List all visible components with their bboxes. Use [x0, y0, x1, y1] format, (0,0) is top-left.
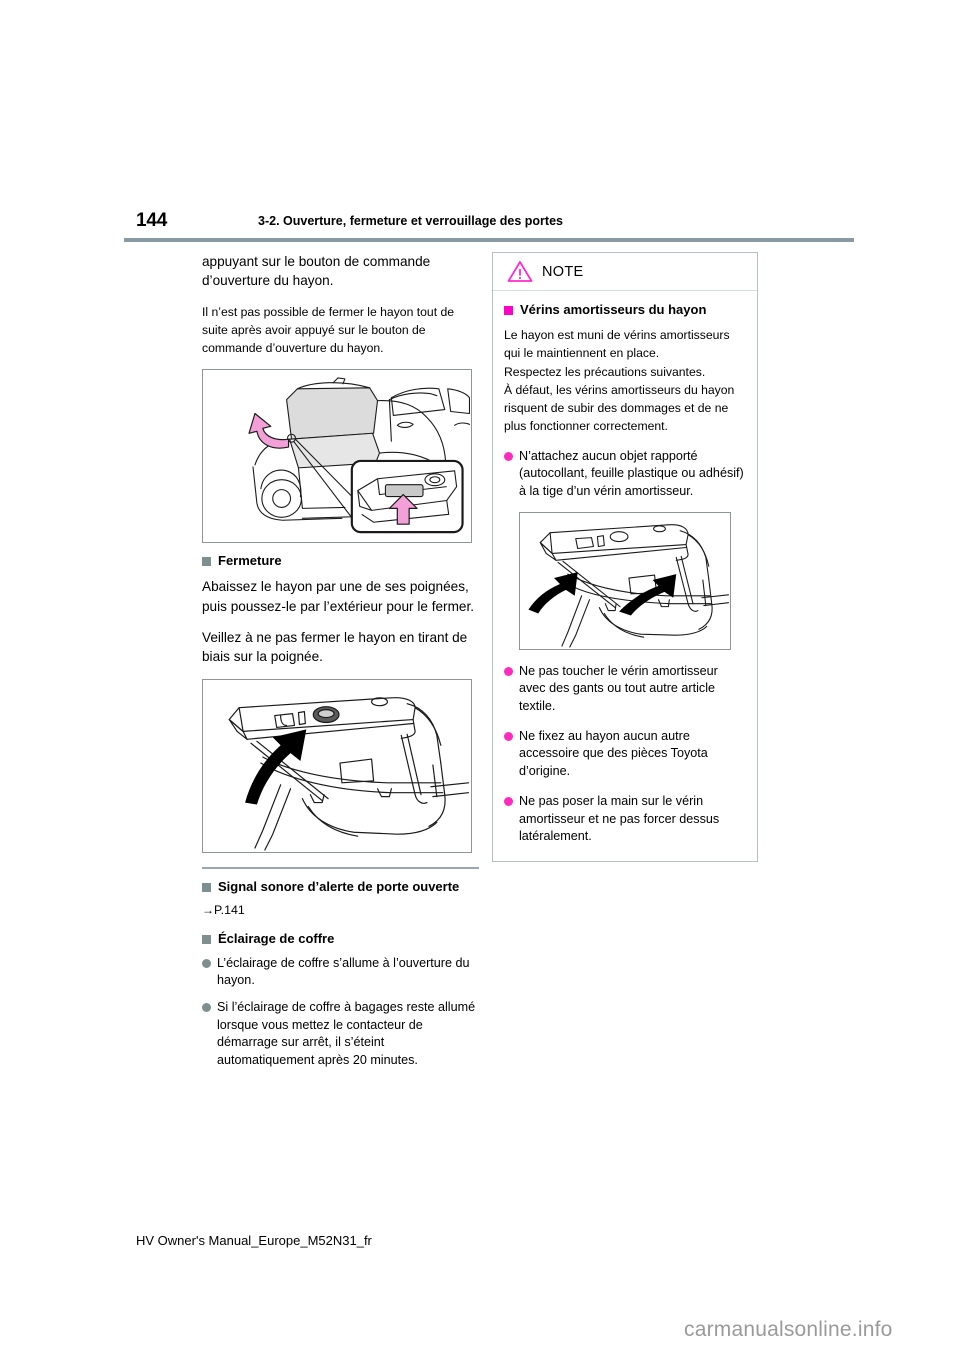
figure-hatch-release [202, 369, 472, 544]
square-bullet-icon [202, 557, 211, 567]
section-divider [202, 866, 479, 869]
note-list-item: N’attachez aucun objet rapporté (autocol… [504, 448, 746, 500]
list-item-text: L’éclairage de coffre s’allume à l’ouver… [217, 955, 470, 988]
right-column: NOTE Vérins amortisseurs du hayon Le hay… [492, 252, 758, 863]
note-callout-box: NOTE Vérins amortisseurs du hayon Le hay… [492, 252, 758, 863]
heading-fermeture: Fermeture [202, 553, 479, 568]
arrow-right-icon: → [202, 902, 214, 917]
list-item: Si l’éclairage de coffre à bagages reste… [202, 999, 479, 1069]
heading-eclairage-coffre: Éclairage de coffre [202, 931, 479, 946]
cross-reference[interactable]: →P.141 [202, 903, 479, 917]
note-list-item: Ne pas poser la main sur le vérin amorti… [504, 793, 746, 845]
round-bullet-icon [202, 958, 211, 968]
note-intro-line: risquent de subir des dommages et de ne [504, 401, 729, 416]
round-bullet-icon [202, 1003, 211, 1013]
note-list-item-text: Ne fixez au hayon aucun autre accessoire… [519, 729, 708, 778]
figure-hatch-release-illustration [248, 377, 471, 534]
cross-reference-page: P.141 [214, 902, 245, 917]
note-intro-line: plus fonctionner correctement. [504, 419, 668, 434]
figure-hatch-handle [202, 678, 472, 853]
figure-damper-stays [519, 511, 731, 650]
round-bullet-icon [504, 451, 513, 461]
note-list-item-text: Ne pas poser la main sur le vérin amorti… [519, 794, 720, 843]
page-header: 144 3-2. Ouverture, fermeture et verroui… [0, 210, 960, 240]
round-bullet-icon [504, 732, 513, 742]
paragraph-fermeture-1: Abaissez le hayon par une de ses poignée… [202, 579, 475, 614]
section-title: 3-2. Ouverture, fermeture et verrouillag… [258, 214, 563, 228]
round-bullet-icon [504, 666, 513, 676]
note-label: NOTE [542, 263, 584, 280]
note-heading: Vérins amortisseurs du hayon [504, 302, 746, 317]
handle-pull-arrow-icon [245, 729, 307, 805]
note-body: Vérins amortisseurs du hayon Le hayon es… [493, 291, 757, 861]
square-bullet-icon [202, 882, 211, 892]
figure-hatch-handle-illustration [228, 696, 470, 851]
damper-right-arrow-icon [619, 574, 677, 616]
note-list-item-text: N’attachez aucun objet rapporté (autocol… [519, 448, 744, 498]
figure-damper-stays-illustration [528, 524, 730, 648]
note-list-item: Ne fixez au hayon aucun autre accessoire… [504, 728, 746, 780]
list-item-text: Si l’éclairage de coffre à bagages reste… [217, 1000, 476, 1067]
paragraph-continued: appuyant sur le bouton de commande d’ouv… [202, 254, 431, 289]
heading-eclairage-coffre-label: Éclairage de coffre [218, 930, 335, 946]
damper-left-arrow-icon [528, 572, 578, 614]
square-bullet-icon [504, 306, 513, 315]
note-intro-line: Respectez les précautions suivantes. [504, 364, 706, 379]
heading-signal-sonore: Signal sonore d’alerte de porte ouverte [202, 879, 479, 894]
note-intro-line: À défaut, les vérins amortisseurs du hay… [504, 382, 735, 397]
note-intro: Le hayon est muni de vérins amortisseurs… [504, 326, 746, 436]
note-heading-label: Vérins amortisseurs du hayon [520, 302, 707, 317]
paragraph-fermeture-2: Veillez à ne pas fermer le hayon en tira… [202, 630, 468, 665]
document-id-footer: HV Owner's Manual_Europe_M52N31_fr [136, 1233, 372, 1248]
hatch-open-arrow-icon [248, 413, 290, 450]
note-intro-line: qui le maintiennent en place. [504, 346, 660, 361]
release-button-inset [350, 460, 464, 534]
square-bullet-icon [202, 934, 211, 944]
heading-signal-sonore-label: Signal sonore d’alerte de porte ouverte [218, 878, 460, 894]
note-list-item-text: Ne pas toucher le vérin amortisseur avec… [519, 663, 718, 713]
left-column: appuyant sur le bouton de commande d’ouv… [202, 252, 479, 1079]
header-divider [124, 238, 854, 242]
site-watermark: carmanualsonline.info [684, 1318, 893, 1341]
note-intro-line: Le hayon est muni de vérins amortisseurs [504, 328, 730, 342]
round-bullet-icon [504, 797, 513, 807]
note-header: NOTE [493, 253, 757, 291]
heading-fermeture-label: Fermeture [218, 553, 282, 569]
paragraph-note: Il n’est pas possible de fermer le hayon… [202, 304, 455, 356]
warning-triangle-icon [507, 261, 533, 282]
list-item: L’éclairage de coffre s’allume à l’ouver… [202, 955, 479, 990]
note-list-item: Ne pas toucher le vérin amortisseur avec… [504, 663, 746, 715]
page-number: 144 [136, 210, 168, 231]
